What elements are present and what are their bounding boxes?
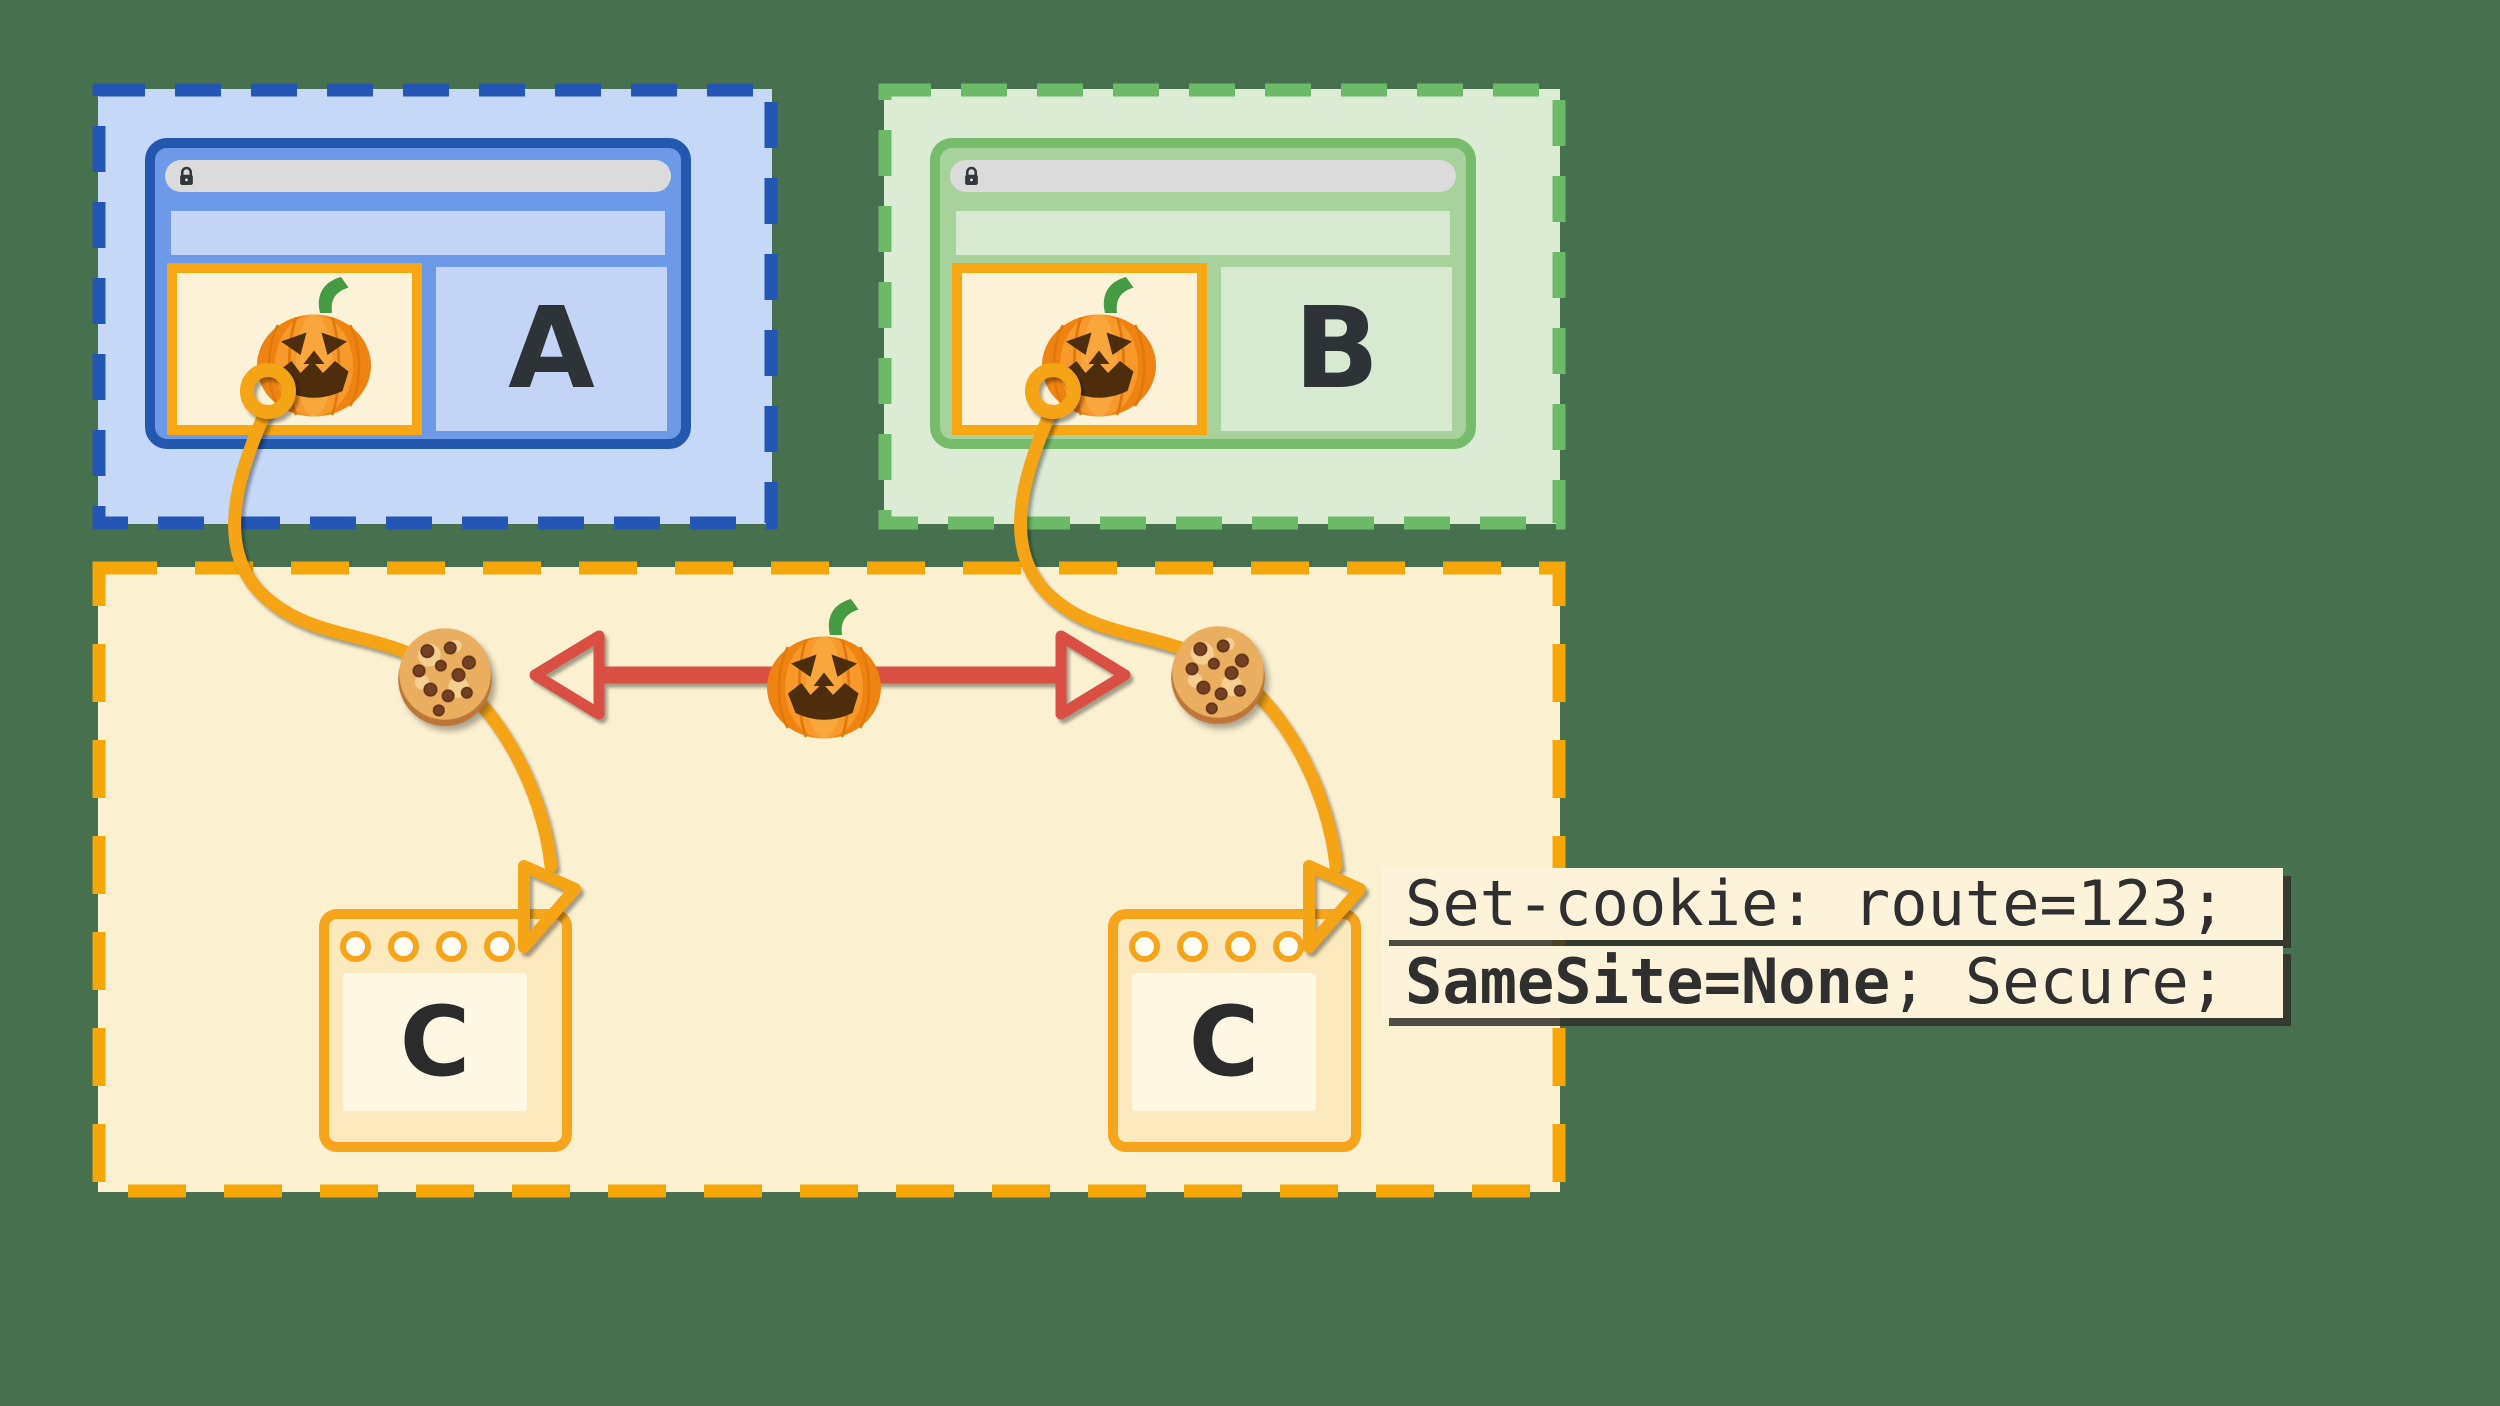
- set-cookie-line1-text: Set-cookie: route=123;: [1405, 867, 2227, 940]
- site-a-embedded-iframe: [167, 263, 422, 435]
- set-cookie-header-line-2: SameSite=None; Secure;: [1381, 946, 2283, 1018]
- site-a-dashed-border: [92, 83, 778, 530]
- window-dot-icon: [1177, 931, 1208, 962]
- site-a-label: A: [508, 284, 595, 414]
- browser-a-url-bar[interactable]: [165, 160, 671, 192]
- server-c-right-content: C: [1132, 973, 1316, 1111]
- window-dot-icon: [1225, 931, 1256, 962]
- browser-a-toolbar: [171, 211, 665, 255]
- site-b-content-panel: B: [1221, 267, 1452, 431]
- set-cookie-header-line-1: Set-cookie: route=123;: [1381, 868, 2283, 940]
- browser-window-b: B: [930, 138, 1476, 449]
- window-dot-icon: [436, 931, 467, 962]
- window-dot-icon: [484, 931, 515, 962]
- site-a-boundary: A: [92, 83, 778, 530]
- secure-attribute-text: ; Secure;: [1890, 945, 2227, 1018]
- server-c-right-label: C: [1188, 986, 1260, 1098]
- server-c-left-label: C: [399, 986, 471, 1098]
- window-dot-icon: [340, 931, 371, 962]
- server-c-window-right: C: [1108, 909, 1361, 1152]
- site-b-boundary: B: [878, 83, 1566, 530]
- site-a-content-panel: A: [436, 267, 667, 431]
- browser-window-a: A: [145, 138, 691, 449]
- server-c-left-window-dots: [329, 931, 515, 962]
- jack-o-lantern-icon: [239, 271, 389, 421]
- server-c-right-window-dots: [1118, 931, 1304, 962]
- server-c-window-left: C: [319, 909, 572, 1152]
- browser-b-url-bar[interactable]: [950, 160, 1456, 192]
- window-dot-icon: [1273, 931, 1304, 962]
- jack-o-lantern-icon: [1024, 271, 1174, 421]
- site-b-label: B: [1293, 284, 1380, 414]
- server-c-left-content: C: [343, 973, 527, 1111]
- lock-icon: [963, 166, 980, 187]
- site-b-embedded-iframe: [952, 263, 1207, 435]
- samesite-none-text: SameSite=None: [1405, 945, 1891, 1018]
- browser-b-toolbar: [956, 211, 1450, 255]
- window-dot-icon: [1129, 931, 1160, 962]
- window-dot-icon: [388, 931, 419, 962]
- lock-icon: [178, 166, 195, 187]
